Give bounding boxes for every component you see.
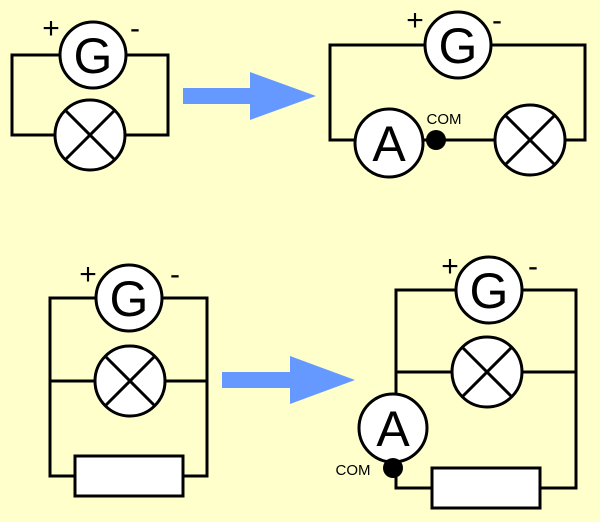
lamp-icon: [493, 103, 567, 177]
lamp-icon: [93, 344, 167, 418]
plus-sign: +: [42, 12, 60, 45]
wire: [490, 43, 587, 142]
circuit-bottom-right: G + - A COM: [336, 250, 578, 510]
com-label: COM: [427, 111, 462, 128]
lamp-icon: [450, 335, 524, 409]
wire: [123, 53, 170, 137]
galvanometer: G: [454, 255, 524, 325]
lamp-icon: [53, 98, 127, 172]
ammeter: A: [357, 392, 429, 464]
galvanometer-label: G: [439, 18, 478, 74]
resistor-icon: [73, 454, 185, 498]
galvanometer-label: G: [74, 28, 113, 84]
circuit-top-left: G + -: [10, 12, 170, 172]
ammeter-label: A: [376, 401, 410, 457]
plus-sign: +: [406, 4, 424, 37]
ammeter-label: A: [372, 116, 406, 172]
galvanometer: G: [58, 20, 128, 90]
wire: [520, 288, 578, 490]
com-terminal-icon: [383, 458, 403, 478]
galvanometer: G: [94, 263, 164, 333]
galvanometer: G: [423, 10, 493, 80]
com-label: COM: [336, 462, 371, 479]
wire: [10, 53, 62, 137]
wire: [394, 288, 457, 397]
wire: [328, 43, 427, 142]
com-terminal-icon: [426, 130, 446, 150]
circuit-bottom-left: G + -: [48, 258, 209, 498]
minus-sign: -: [492, 4, 502, 37]
galvanometer-label: G: [110, 271, 149, 327]
right-arrow-icon: [183, 72, 316, 120]
wire: [48, 296, 98, 478]
wire: [160, 296, 209, 478]
ammeter: A: [353, 107, 425, 179]
circuit-top-right: G + - A COM: [328, 4, 587, 179]
plus-sign: +: [79, 258, 97, 291]
minus-sign: -: [528, 250, 538, 283]
minus-sign: -: [170, 258, 180, 291]
galvanometer-label: G: [470, 263, 509, 319]
right-arrow-icon: [222, 356, 355, 404]
minus-sign: -: [130, 12, 140, 45]
plus-sign: +: [441, 250, 459, 283]
resistor-icon: [430, 466, 542, 510]
